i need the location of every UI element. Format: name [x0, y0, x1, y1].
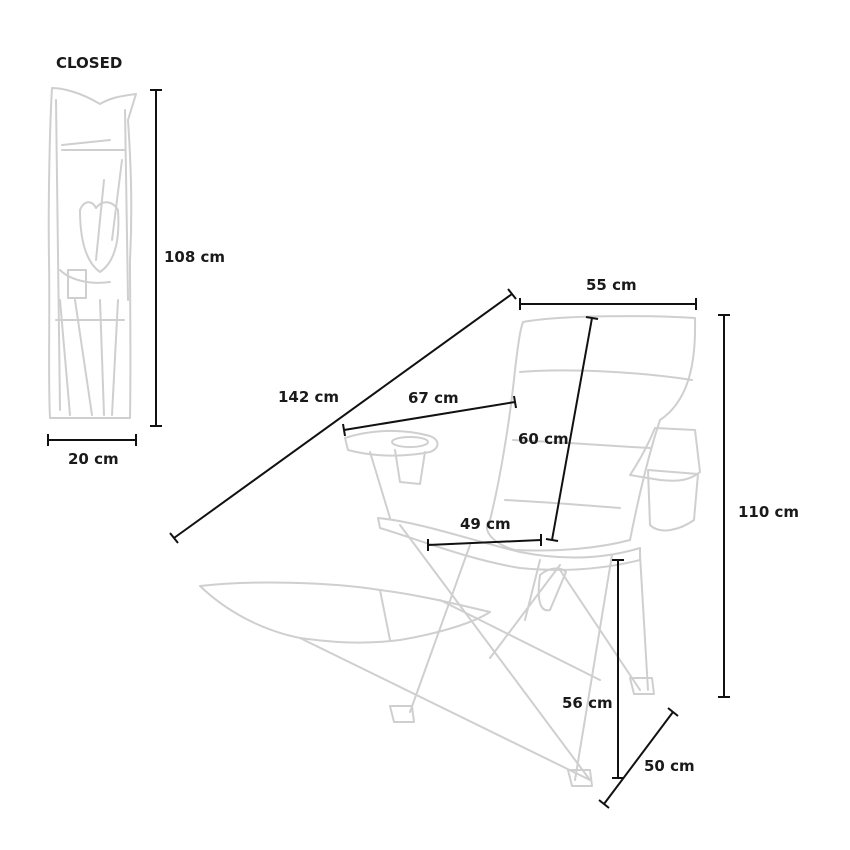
closed-height-dimension-line: [150, 89, 162, 427]
total-height-label: 110 cm: [738, 503, 800, 521]
backrest-width-dimension-line: [519, 298, 697, 310]
total-length-label: 142 cm: [278, 388, 340, 406]
armrest-length-label: 67 cm: [408, 389, 459, 407]
recliner-chair-icon: [199, 315, 701, 787]
seat-height-label: 56 cm: [562, 694, 613, 712]
seat-width-label: 50 cm: [644, 757, 695, 775]
closed-width-dimension-line: [47, 434, 137, 446]
seat-depth-label: 49 cm: [460, 515, 511, 533]
backrest-height-dimension-line: [545, 316, 599, 542]
armrest-length-dimension-line: [342, 395, 517, 437]
closed-width-label: 20 cm: [68, 450, 119, 468]
closed-height-label: 108 cm: [164, 248, 226, 266]
seat-depth-dimension-line: [427, 534, 542, 551]
total-length-dimension-line: [169, 288, 517, 544]
folded-chair-icon: [47, 87, 137, 419]
closed-label: CLOSED: [56, 54, 123, 72]
seat-width-dimension-line: [598, 707, 679, 809]
seat-height-dimension-line: [612, 559, 624, 779]
total-height-dimension-line: [718, 314, 730, 698]
backrest-height-label: 60 cm: [518, 430, 569, 448]
backrest-width-label: 55 cm: [586, 276, 637, 294]
